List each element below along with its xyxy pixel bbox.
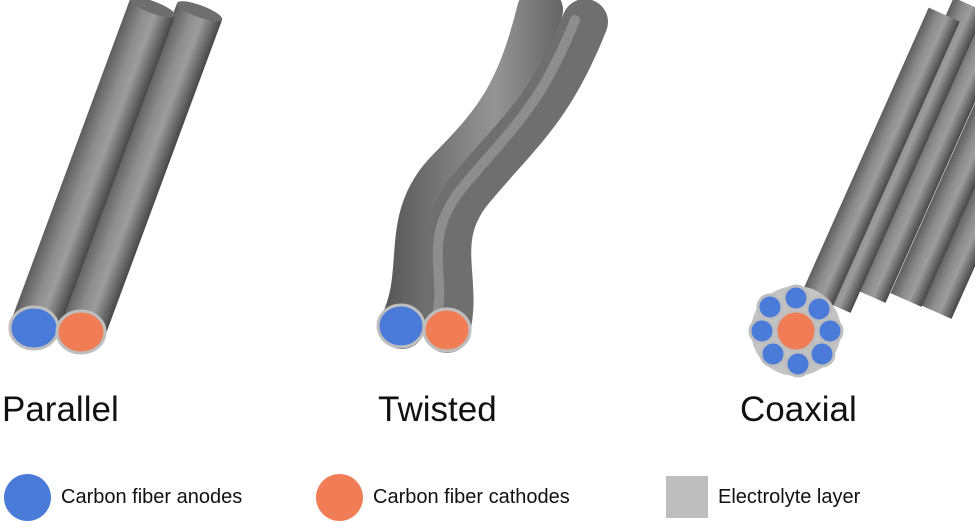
cathode-swatch [316,473,363,521]
twisted-strand-2 [424,0,608,353]
coaxial-anode [748,317,776,345]
parallel-anode-end [8,305,60,351]
twisted-label: Twisted [378,390,497,429]
coaxial-anode [784,350,812,378]
parallel-cathode-end [55,309,107,355]
legend-label-anodes: Carbon fiber anodes [61,485,243,508]
twisted-fiber-pair [376,0,608,353]
coaxial-anode [782,284,810,312]
twisted-strand-1 [379,0,563,349]
legend-item-electrolyte: Electrolyte layer [666,471,860,523]
twisted-cathode-end [422,307,472,353]
parallel-cathode-rod [58,1,223,341]
coaxial-label: Coaxial [740,390,857,429]
coaxial-rods [798,0,975,319]
coaxial-anode [816,317,844,345]
parallel-fiber-pair [8,0,223,355]
twisted-strand-2-highlight [431,15,580,325]
coaxial-anode [805,295,833,323]
parallel-anode-rod [11,0,176,337]
legend-label-electrolyte: Electrolyte layer [718,485,861,508]
legend-item-anodes: Carbon fiber anodes [4,471,242,523]
coaxial-anode [808,340,836,368]
legend-item-cathodes: Carbon fiber cathodes [316,471,570,523]
coaxial-anode [756,293,784,321]
coaxial-fiber-bundle [748,0,975,378]
coaxial-anode [759,340,787,368]
electrolyte-swatch [666,476,708,518]
legend-label-cathodes: Carbon fiber cathodes [373,485,570,508]
anode-swatch [4,473,51,521]
parallel-label: Parallel [2,390,119,429]
twisted-anode-end [376,303,426,349]
coaxial-anode-ring [748,284,844,378]
